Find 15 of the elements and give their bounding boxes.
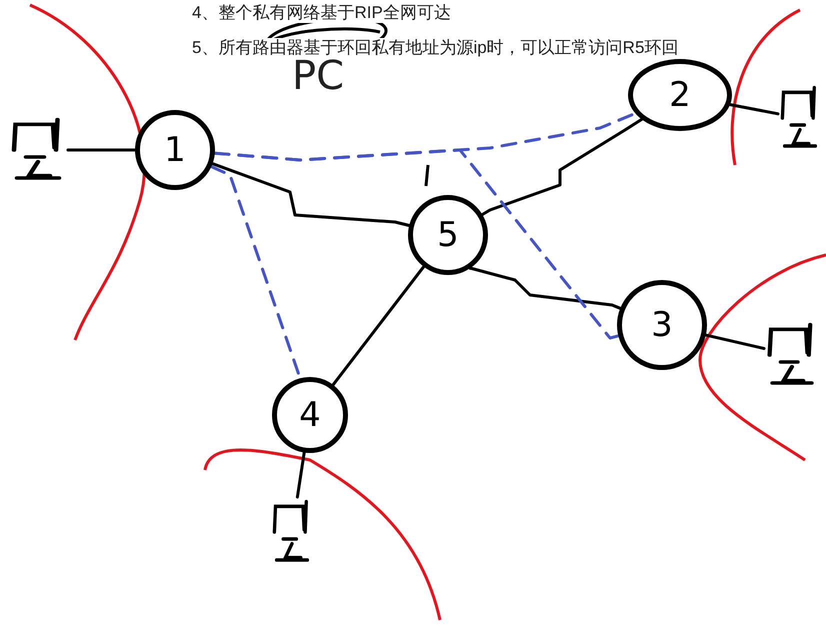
router-circle: 3 [617,280,707,370]
link-line [332,265,426,386]
link-line [704,334,766,350]
note-text: 4、整个私有网络基于RIP全网可达 [192,3,451,24]
router-circle: 5 [408,195,488,275]
router-circle: 2 [628,59,732,131]
note-text: 5、所有路由器基于环回私有地址为源ip时，可以正常访问R5环回 [192,38,678,58]
link-line [296,451,306,498]
router-circle: 1 [135,110,215,190]
link-line [211,162,411,227]
link-line [468,266,622,310]
router-circle: 4 [272,377,348,453]
link-line [728,103,780,116]
link-line [66,148,136,152]
dashed-link [213,148,620,340]
